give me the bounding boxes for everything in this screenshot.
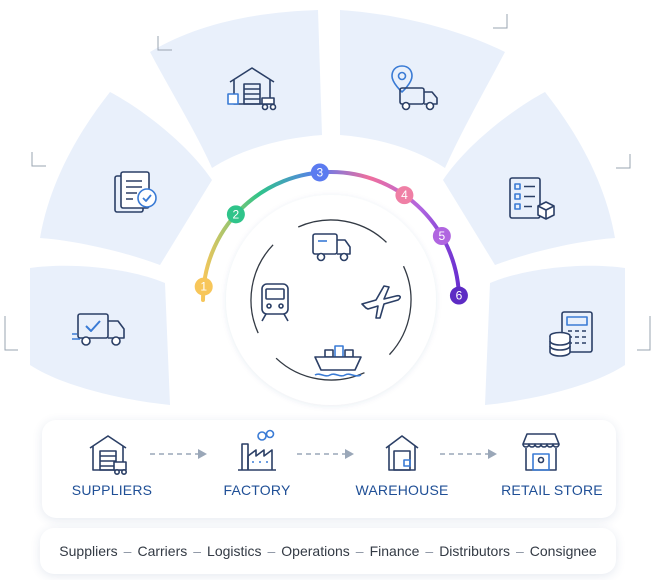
step-number-3: 3 bbox=[317, 165, 324, 179]
flow-label-suppliers: SUPPLIERS bbox=[71, 482, 153, 498]
wheel-segment-1[interactable] bbox=[30, 265, 170, 405]
stakeholder-suppliers: Suppliers bbox=[59, 543, 118, 559]
stakeholder-distributors: Distributors bbox=[439, 543, 510, 559]
airplane-icon bbox=[361, 285, 401, 319]
wheel-segment-3[interactable] bbox=[150, 10, 322, 168]
suppliers-icon bbox=[89, 435, 127, 475]
stakeholder-carriers: Carriers bbox=[137, 543, 188, 559]
inventory-list-icon bbox=[509, 177, 555, 220]
train-icon bbox=[261, 283, 289, 322]
supply-flow-icons bbox=[89, 429, 560, 475]
flow-label-warehouse: WAREHOUSE bbox=[355, 482, 449, 498]
step-number-1: 1 bbox=[200, 280, 207, 294]
stakeholder-bar: Suppliers – Carriers – Logistics – Opera… bbox=[40, 528, 616, 574]
separator-dash: – bbox=[515, 543, 524, 559]
cargo-ship-icon bbox=[314, 345, 362, 377]
corner-guides bbox=[4, 14, 651, 351]
step-nodes: 1 2 3 4 5 6 bbox=[194, 163, 468, 305]
step-node-5 bbox=[432, 227, 451, 245]
separator-dash: – bbox=[193, 543, 202, 559]
supply-chain-wheel: 1 2 3 4 5 6 bbox=[4, 10, 651, 405]
warehouse-icon bbox=[227, 67, 277, 111]
stakeholder-finance: Finance bbox=[369, 543, 420, 559]
separator-dash: – bbox=[355, 543, 364, 559]
step-number-2: 2 bbox=[233, 207, 240, 221]
separator-dash: – bbox=[425, 543, 434, 559]
factory-icon bbox=[238, 429, 276, 471]
step-node-2 bbox=[226, 205, 245, 224]
step-node-1 bbox=[194, 277, 213, 296]
hub-ring bbox=[250, 219, 412, 381]
step-number-6: 6 bbox=[456, 289, 463, 303]
clipboard-checklist-icon bbox=[114, 171, 157, 213]
truck-icon bbox=[312, 233, 351, 262]
separator-dash: – bbox=[267, 543, 276, 559]
calculator-coins-icon bbox=[549, 311, 593, 357]
wheel-segment-4[interactable] bbox=[340, 10, 505, 168]
delivery-truck-check-icon bbox=[72, 313, 125, 346]
step-node-4 bbox=[395, 186, 414, 205]
step-number-4: 4 bbox=[401, 188, 408, 202]
flow-label-retail-store: RETAIL STORE bbox=[501, 482, 603, 498]
stakeholder-consignee: Consignee bbox=[529, 543, 597, 559]
location-truck-icon bbox=[391, 65, 438, 111]
step-node-3 bbox=[310, 163, 329, 182]
step-number-5: 5 bbox=[439, 229, 446, 243]
flow-label-factory: FACTORY bbox=[223, 482, 291, 498]
supply-flow-panel bbox=[42, 420, 616, 518]
warehouse-stage-icon bbox=[385, 435, 419, 471]
step-node-6 bbox=[449, 286, 468, 305]
separator-dash: – bbox=[123, 543, 132, 559]
store-icon bbox=[522, 433, 560, 471]
stakeholder-operations: Operations bbox=[281, 543, 350, 559]
stakeholder-logistics: Logistics bbox=[207, 543, 262, 559]
hub-circle bbox=[226, 195, 436, 405]
